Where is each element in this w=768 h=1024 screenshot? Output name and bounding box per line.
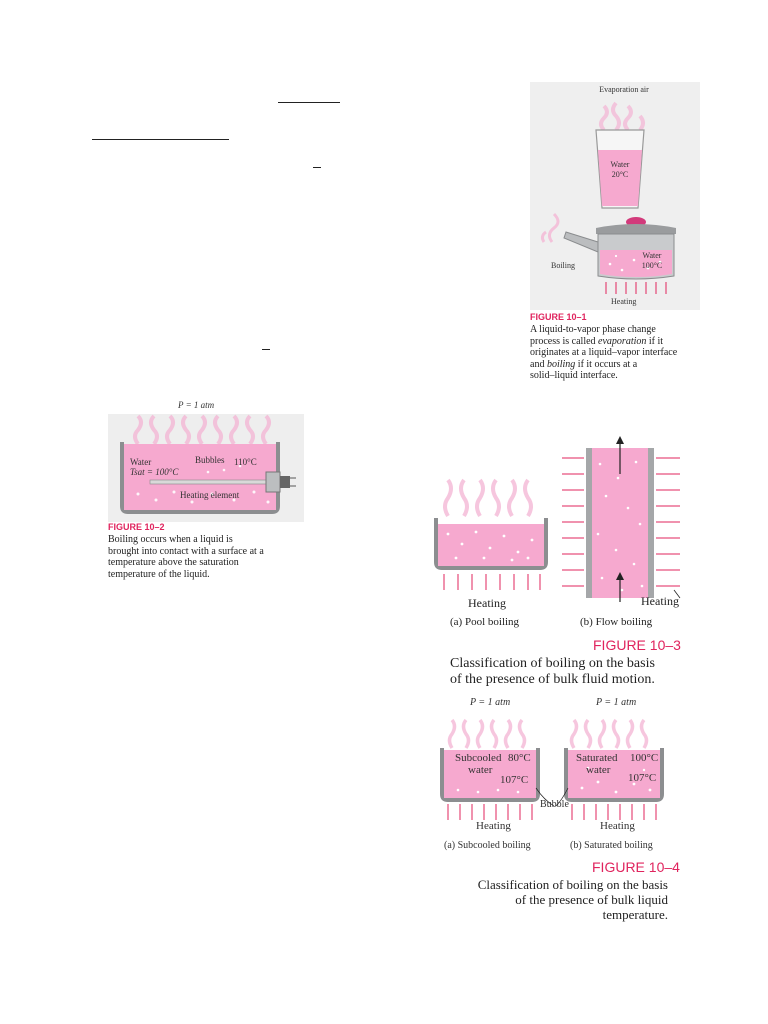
fig1-label: FIGURE 10–1 [530, 312, 587, 322]
figure-10-1-illustration: Water 20°C Water 100°C [530, 82, 700, 310]
fig4-pressure-a: P = 1 atm [470, 697, 511, 708]
fig3-sub-a: (a) Pool boiling [450, 616, 520, 628]
fig4-subcooled-label: Subcooled [455, 752, 502, 764]
vapor-wisps-glass [599, 101, 645, 132]
fig2-tsat-label: Tsat = 100°C [130, 467, 179, 477]
fig3-caption-line1: Classification of boiling on the basis [450, 656, 655, 671]
fig1-caption: A liquid-to-vapor phase change process i… [530, 324, 710, 382]
fig2-caption-line3: temperature above the saturation [108, 557, 239, 568]
fig2-bubbles-label: Bubbles [195, 455, 225, 465]
fig1-caption-line3: originates at a liquid–vapor interface [530, 347, 678, 358]
fig4-sub-b: (b) Saturated boiling [570, 840, 653, 851]
underline-rule-3 [313, 167, 321, 168]
fig4-water-a: water [468, 764, 493, 776]
pot-water-label: Water [643, 251, 662, 260]
fig4-wall-a: 107°C [500, 774, 529, 786]
fig4-bubble-label: Bubble [540, 799, 569, 810]
boiling-pot [563, 217, 676, 280]
fig1-caption-2-post: if it [646, 335, 664, 347]
fig2-water-label: Water [130, 457, 152, 467]
fig4-caption: Classification of boiling on the basis o… [440, 877, 668, 923]
fig1-caption-4-em: boiling [546, 358, 576, 370]
pot-temp-label: 100°C [642, 261, 663, 270]
figure-10-2-illustration [108, 414, 304, 522]
fig4-heating-a: Heating [476, 820, 511, 832]
water-glass [595, 129, 645, 209]
fig1-heating-label: Heating [611, 297, 637, 306]
fig1-caption-2-pre: process is called [530, 335, 599, 347]
fig2-caption-line1: Boiling occurs when a liquid is [108, 534, 233, 545]
fig2-caption-line2: brought into contact with a surface at a [108, 545, 264, 557]
fig4-wall-b: 107°C [628, 772, 657, 784]
fig1-evap-air-label: Evaporation air [599, 85, 649, 94]
fig4-heating-b: Heating [600, 820, 635, 832]
fig3-heating-pool: Heating [468, 596, 506, 610]
fig4-caption-line3: temperature. [602, 906, 668, 922]
fig1-caption-line1: A liquid-to-vapor phase change [530, 324, 656, 335]
fig4-saturated-label: Saturated [576, 752, 618, 764]
fig2-temp-label: 110°C [234, 457, 257, 467]
fig3-label: FIGURE 10–3 [593, 637, 681, 653]
fig4-sub-a: (a) Subcooled boiling [444, 840, 531, 851]
fig1-caption-line2: process is called evaporation if it [530, 336, 710, 348]
figure-10-4-illustration [440, 718, 664, 820]
fig1-boiling-label: Boiling [551, 261, 576, 270]
fig4-temp-a: 80°C [508, 752, 531, 764]
fig2-pressure-label: P = 1 atm [178, 400, 215, 410]
fig2-vessel [120, 442, 296, 514]
fig2-element-label: Heating element [180, 490, 240, 500]
fig4-caption-line1: Classification of boiling on the basis [477, 877, 668, 892]
glass-water-label: Water [611, 160, 630, 169]
fig1-caption-2-em: evaporation [598, 335, 647, 347]
fig3-caption: Classification of boiling on the basis o… [450, 656, 690, 688]
fig3-sub-b: (b) Flow boiling [580, 616, 653, 628]
heating-arrows [605, 282, 667, 294]
pool-boiling-graphic [434, 478, 548, 590]
fig1-caption-line4: and boiling if it occurs at a [530, 359, 710, 371]
figure-10-3-illustration [434, 436, 681, 602]
fig3-heating-flow: Heating [641, 594, 679, 608]
glass-temp-label: 20°C [612, 170, 629, 179]
saturated-vessel [564, 748, 664, 802]
fig2-label: FIGURE 10–2 [108, 522, 165, 532]
fig4-pressure-b: P = 1 atm [596, 697, 637, 708]
fig4-caption-line2: of the presence of bulk liquid [515, 891, 668, 907]
fig1-caption-4-post: if it occurs at a [575, 358, 638, 370]
underline-rule-2 [92, 139, 229, 140]
fig2-caption: Boiling occurs when a liquid is brought … [108, 534, 318, 580]
underline-rule-1 [278, 102, 340, 103]
fig3-caption-line2: of the presence of bulk fluid motion. [450, 672, 655, 688]
fig1-caption-line5: solid–liquid interface. [530, 370, 618, 381]
fig4-temp-b: 100°C [630, 752, 659, 764]
flow-boiling-graphic [562, 436, 681, 602]
subcooled-vessel [440, 748, 540, 802]
fig1-caption-4-pre: and [530, 358, 547, 370]
underline-rule-4 [262, 349, 270, 350]
fig4-label: FIGURE 10–4 [592, 859, 680, 875]
fig2-caption-line4: temperature of the liquid. [108, 568, 210, 580]
fig4-water-b: water [586, 764, 611, 776]
